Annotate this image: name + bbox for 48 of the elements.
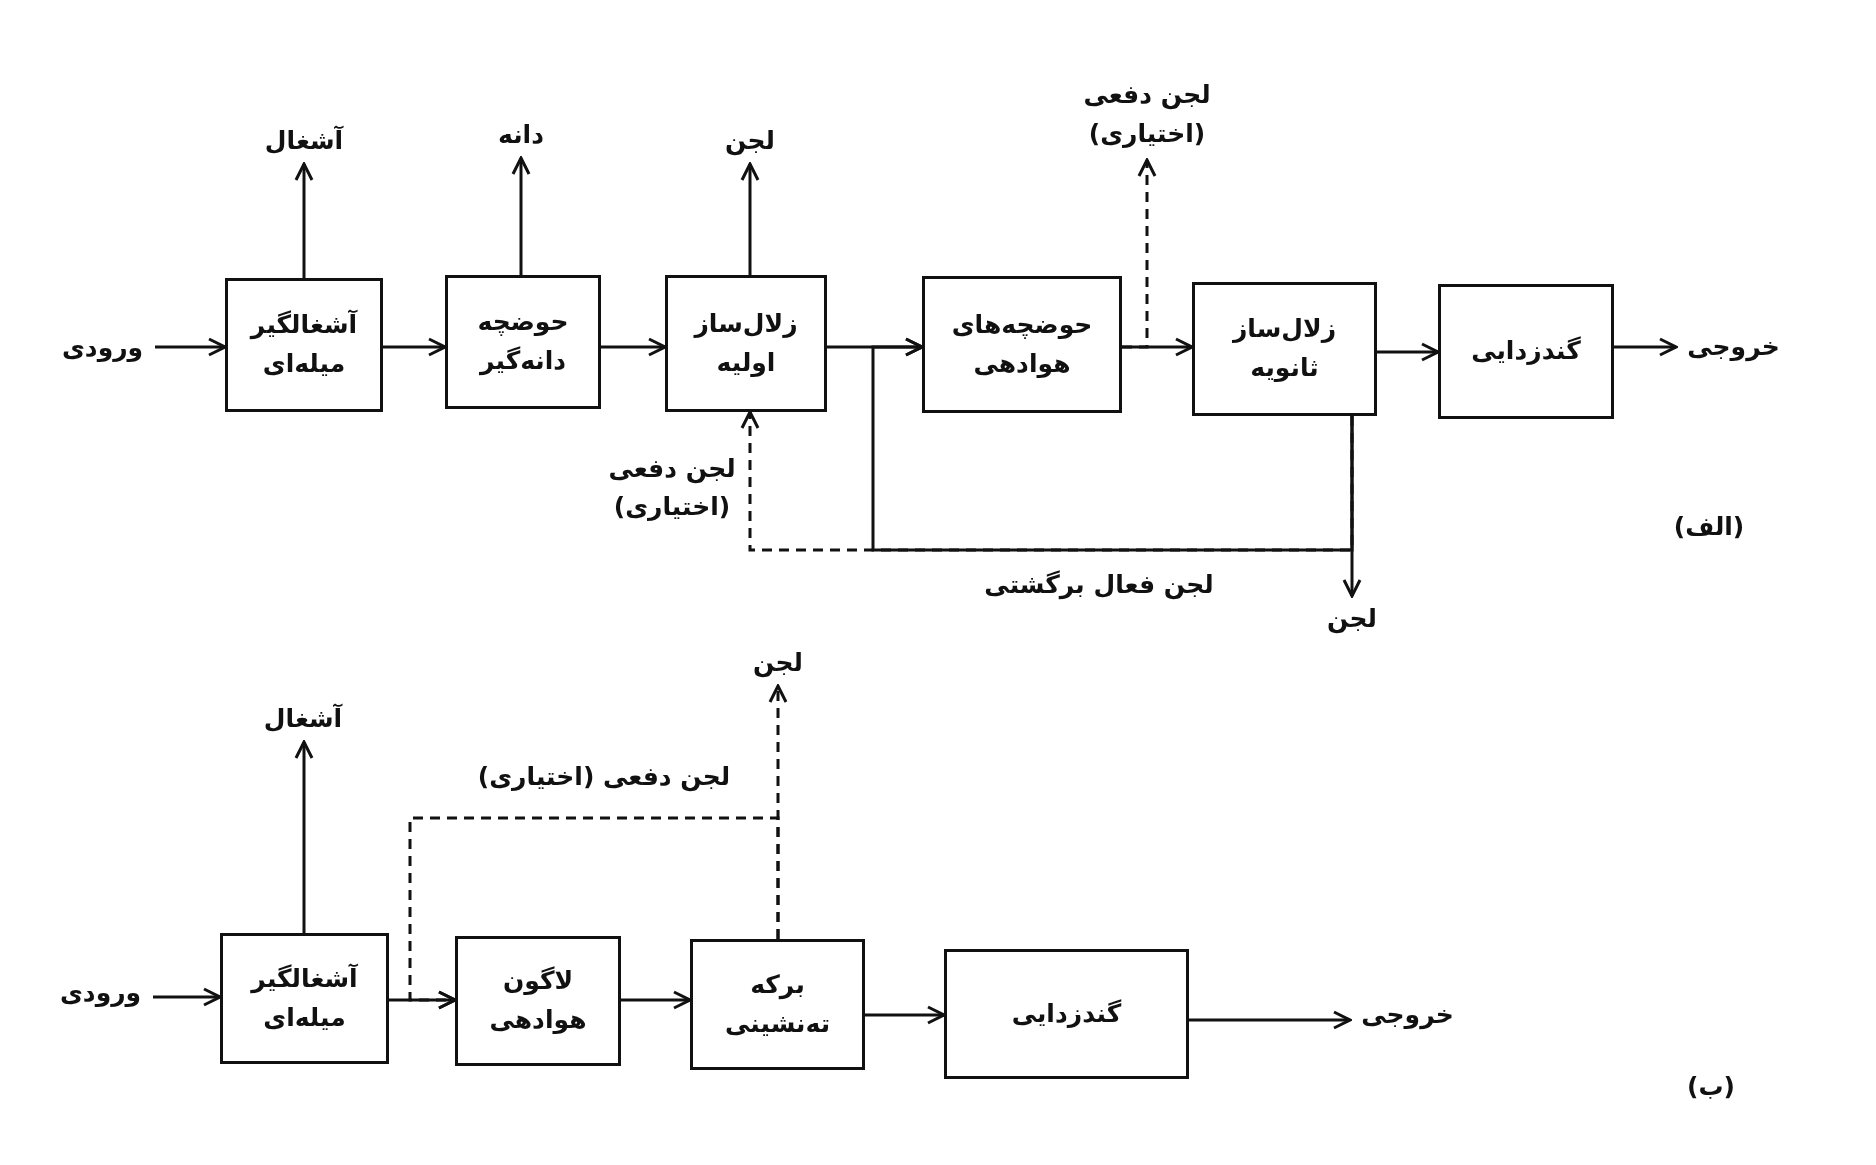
arrow	[1614, 337, 1678, 357]
arrow	[865, 1005, 946, 1025]
arrow	[294, 162, 314, 278]
process-label: حوضچه دانه‌گیر	[476, 306, 570, 378]
process-box	[944, 949, 1189, 1079]
arrow	[511, 156, 531, 275]
process-box	[1438, 284, 1614, 419]
process-label: حوضچه‌های هوادهی	[950, 308, 1094, 380]
flow-label: آشغال	[264, 124, 344, 157]
arrow	[383, 337, 447, 357]
process-label: برکه ته‌نشینی	[723, 968, 832, 1040]
flow-label: ورودی	[59, 976, 142, 1009]
flow-label: خروجی	[1687, 330, 1780, 364]
arrow	[1342, 416, 1362, 598]
flow-label: آشغال	[263, 702, 343, 735]
dashed-arrow	[1122, 158, 1157, 349]
flow-label: دانه	[498, 118, 544, 151]
flow-label: ورودی	[61, 331, 144, 364]
process-label: زلال‌ساز اولیه	[692, 307, 799, 379]
flow-label: لجن	[753, 646, 803, 680]
process-label: گندزدایی	[1471, 335, 1581, 368]
arrow	[601, 337, 667, 357]
arrow	[871, 337, 1354, 552]
arrow	[1377, 342, 1440, 362]
process-box	[445, 275, 601, 409]
flow-label: لجن دفعی (اختیاری)	[1082, 79, 1212, 150]
process-box	[220, 933, 389, 1064]
process-label: گندزدایی	[1011, 997, 1122, 1030]
process-box	[665, 275, 827, 412]
arrow	[294, 740, 314, 933]
flow-label: خروجی	[1361, 998, 1454, 1032]
process-label: لاگون هوادهی	[488, 965, 588, 1036]
process-box	[922, 276, 1122, 413]
process-label: زلال‌ساز ثانویه	[1231, 313, 1338, 384]
process-box	[690, 939, 865, 1070]
process-box	[455, 936, 621, 1066]
arrow	[155, 337, 227, 357]
process-box	[225, 278, 383, 412]
flow-label: لجن	[725, 124, 775, 158]
process-box	[1192, 282, 1377, 416]
arrow	[621, 990, 692, 1010]
dashed-arrow	[408, 816, 780, 1010]
process-label: آشغالگیر میله‌ای	[249, 962, 359, 1034]
arrow	[740, 162, 760, 275]
process-label: آشغالگیر میله‌ای	[249, 308, 359, 380]
arrow	[153, 987, 222, 1007]
flow-label: لجن	[1327, 602, 1377, 636]
arrow	[1189, 1010, 1352, 1030]
